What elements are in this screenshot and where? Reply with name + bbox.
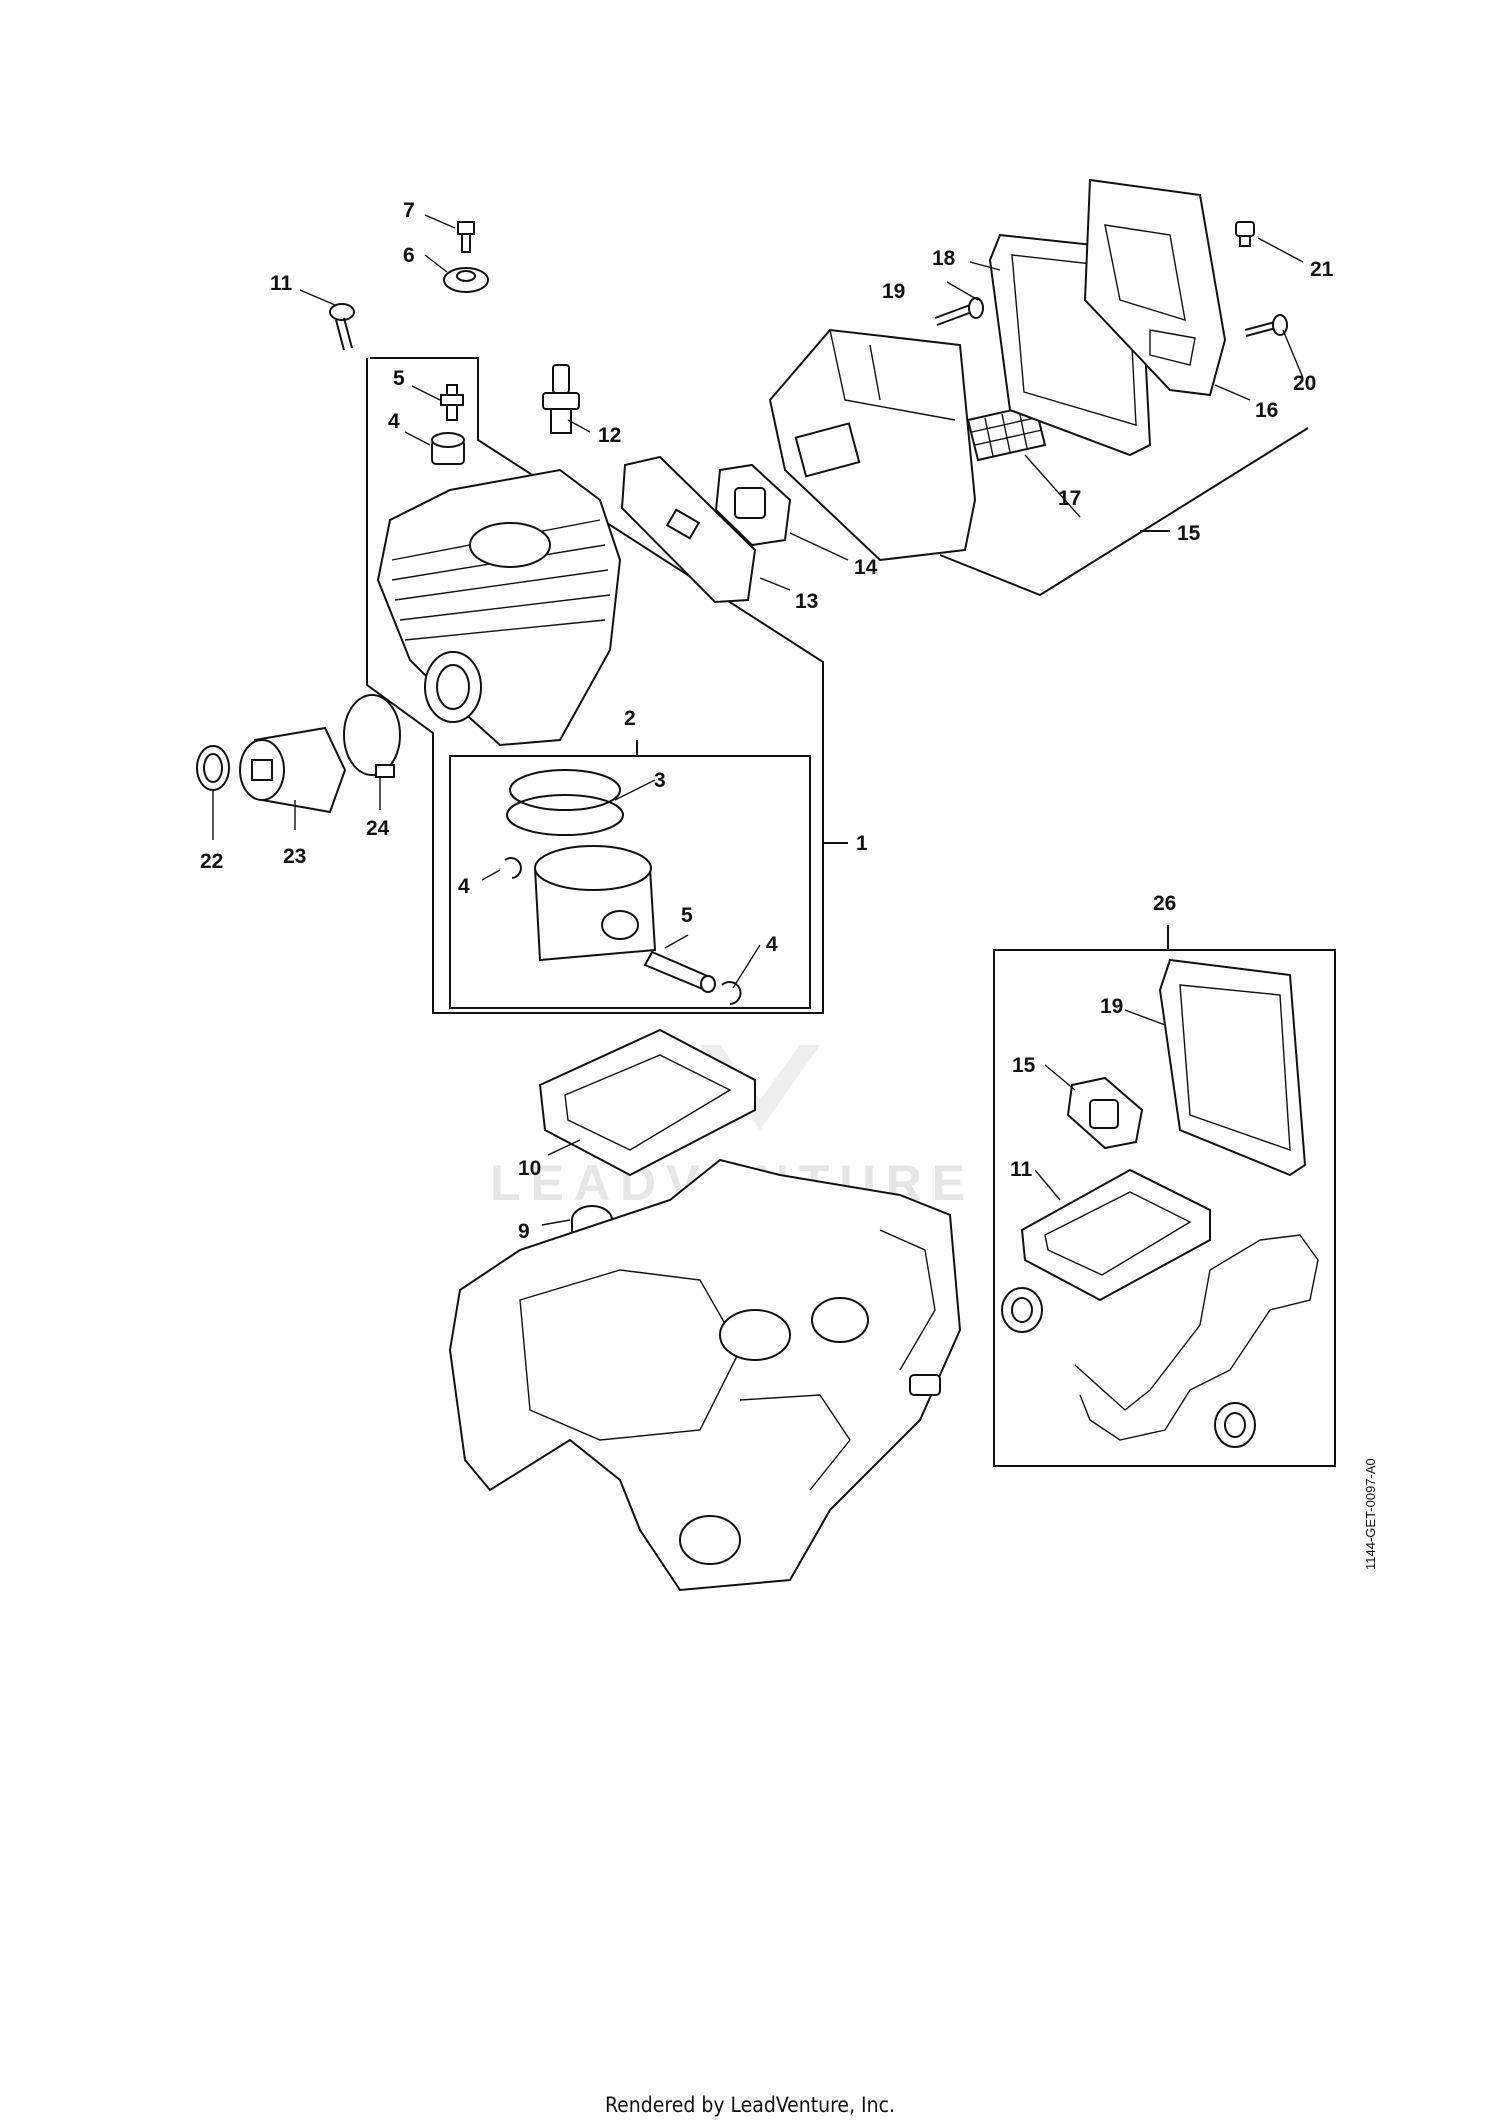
callout-6: 4 [388,410,400,433]
circlip-4-left [504,857,522,879]
intake-manifold-23 [239,726,347,814]
muffler-cover-17 [1083,178,1227,397]
gasket-15 [714,463,792,547]
clamp-25 [196,745,230,791]
callout-16: 15 [1177,522,1201,545]
box-gasket-kit [993,949,1336,1467]
callout-25: 22 [200,850,223,873]
callout-26: 26 [1153,892,1176,915]
nut-8 [443,267,489,293]
decompression-valve-13 [542,364,580,434]
screw-22 [1235,221,1255,247]
callout-24: 24 [366,817,390,840]
kit-gasket-19 [1158,958,1307,1177]
callout-1: 1 [856,832,868,855]
kit-gasket-11 [1020,1168,1211,1302]
callout-19: 18 [932,247,956,270]
callout-4-right: 4 [766,933,778,956]
screw-20 [934,297,984,326]
screw-12 [329,303,355,351]
piston-pin-5 [643,950,716,993]
callout-12: 11 [270,272,293,295]
kit-crankcase-gasket [1074,1234,1319,1441]
piston [533,845,657,962]
kit-gasket-15 [1066,1076,1144,1150]
callout-7: 5 [393,367,405,390]
crankcase [448,1158,962,1592]
callout-4-left: 4 [458,875,470,898]
callout-15-kit: 15 [1012,1054,1036,1077]
kit-oil-seal-right [1214,1402,1256,1448]
callout-11-kit: 11 [1010,1158,1033,1181]
screw-21 [1244,314,1288,337]
kit-oil-seal-left [1001,1287,1043,1333]
callout-9: 7 [403,199,415,222]
muffler-body [768,328,977,562]
callout-17: 16 [1255,399,1278,422]
callout-22: 21 [1310,258,1334,281]
stud-7 [440,384,464,421]
callout-numbers: 7 6 11 5 4 12 13 14 15 17 16 20 21 18 19… [200,199,1334,1243]
callout-11: 10 [518,1157,541,1180]
callout-14: 13 [795,590,818,613]
callout-23: 23 [283,845,306,868]
hose-clamp-24 [343,694,401,778]
callout-20: 19 [882,280,905,303]
callout-18: 17 [1058,487,1081,510]
cylinder-head [376,468,622,747]
bracket-muffler [939,427,1309,597]
nut-6 [431,432,465,465]
callout-2: 2 [624,707,636,730]
callout-13: 12 [598,424,621,447]
callout-5: 5 [681,904,693,927]
gasket-14-port [665,508,701,540]
box-piston-kit [449,755,811,1009]
callout-15: 14 [854,556,878,579]
footer-credit: Rendered by LeadVenture, Inc. [605,2093,895,2117]
callout-3: 3 [654,769,666,792]
piston-rings-3 [506,769,624,836]
screw-9 [457,221,475,253]
bracket-cylinder-group [366,357,824,1014]
callout-8: 6 [403,244,415,267]
callout-10: 9 [518,1220,530,1243]
drawing-code: 1144-GET-0097-A0 [1363,1458,1378,1570]
circlip-4-right [721,981,742,1005]
callout-19-kit: 19 [1100,995,1123,1018]
callout-21: 20 [1293,372,1316,395]
kit-gasket-19-inner [1179,984,1291,1152]
leader-lines [212,214,1304,1226]
crankcase-gasket-11 [538,1028,756,1177]
